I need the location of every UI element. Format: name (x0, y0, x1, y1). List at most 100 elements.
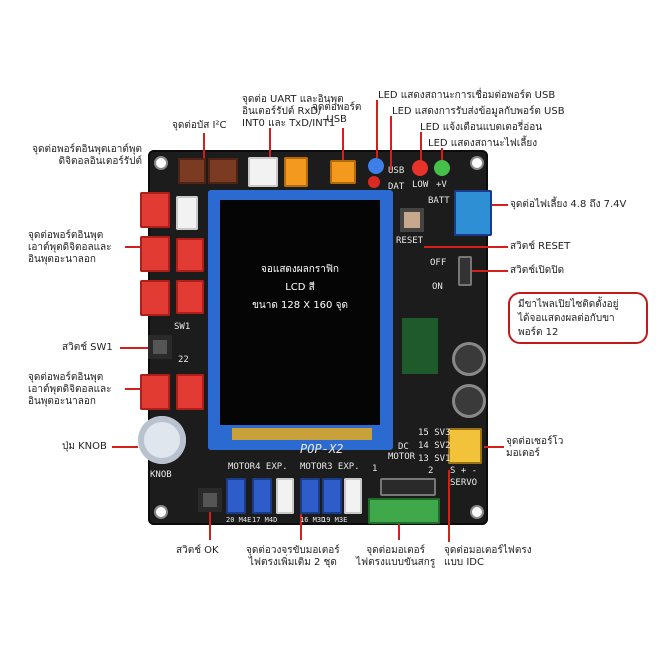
ok-button[interactable] (198, 488, 222, 512)
label-usb-port-2: USB (326, 114, 347, 125)
reset-silk: RESET (396, 236, 424, 246)
batt-silk: BATT (428, 196, 450, 206)
leader-line (376, 100, 378, 158)
label-interrupt-port: จุดต่อพอร์ตอินพุตเอาต์พุต ดิจิตอลอินเตอร… (10, 144, 142, 168)
usb-silk: USB (388, 166, 405, 176)
dc-motor-idc[interactable] (380, 478, 436, 496)
label-motor-exp-1: จุดต่อวงจรขับมอเตอร์ (246, 545, 340, 556)
leader-line (269, 128, 271, 157)
low-silk: LOW (412, 180, 429, 190)
sv1-silk: 13 SV1 (418, 454, 451, 464)
dc-motor-silk-1: DC (398, 442, 409, 452)
label-power-switch: สวิตช์เปิดปิด (510, 265, 565, 276)
io-port-connector[interactable] (176, 280, 204, 314)
label-io-analog-2-3: อินพุตอะนาลอก (28, 396, 96, 407)
dat-silk: DAT (388, 182, 405, 192)
label-motor-exp: จุดต่อวงจรขับมอเตอร์ ไฟตรงเพิ่มเติม 2 ชุ… (246, 545, 340, 569)
io-port-connector[interactable] (140, 280, 170, 316)
uart-header[interactable] (248, 157, 278, 187)
label-uart-1: จุดต่อ UART และอินพุต (242, 94, 344, 105)
leader-line (424, 246, 508, 248)
label-servo-2: มอเตอร์ (506, 448, 540, 459)
lcd-caption-2: LCD สี (285, 282, 315, 293)
spm-silk: S + - (450, 466, 478, 476)
m4e-silk: 20 M4E (226, 516, 252, 524)
sw1-silk: SW1 (174, 322, 191, 332)
usb-led (368, 158, 384, 174)
leader-line (390, 116, 392, 170)
sw1-button[interactable] (148, 335, 172, 359)
label-dc-motor-1: จุดต่อมอเตอร์ (366, 545, 425, 556)
leader-line (300, 514, 302, 540)
io-port-connector[interactable] (140, 192, 170, 228)
label-sw1: สวิตช์ SW1 (62, 342, 113, 353)
usb-port[interactable] (330, 160, 356, 184)
io-port-connector[interactable] (176, 374, 204, 410)
dc-motor-terminal[interactable] (368, 498, 440, 524)
m4e-connector[interactable] (226, 478, 246, 514)
label-usb-port: จุดต่อพอร์ต USB (312, 102, 361, 126)
leader-line (398, 524, 400, 540)
lcd-flex-cable (232, 428, 372, 440)
label-io-analog-2-1: จุดต่อพอร์ตอินพุต (28, 372, 104, 383)
sv3-silk: 15 SV3 (418, 428, 451, 438)
interrupt-port-connector[interactable] (176, 196, 198, 230)
m3d-silk: 16 M3D (300, 516, 326, 524)
i2c-header-2[interactable] (208, 158, 238, 184)
brand-silk: POP-X2 (300, 442, 344, 456)
motor4-silk: MOTOR4 EXP. (228, 462, 288, 472)
label-uart: จุดต่อ UART และอินพุต อินเตอร์รัปต์ RxD/… (242, 94, 344, 130)
label-servo: จุดต่อเซอร์โว มอเตอร์ (506, 436, 563, 460)
mount-hole (470, 156, 484, 170)
off-silk: OFF (430, 258, 447, 268)
io-port-connector[interactable] (140, 374, 170, 410)
label-io-analog-2-2: เอาต์พุตดิจิตอลและ (28, 384, 112, 395)
label-io-analog-1: จุดต่อพอร์ตอินพุต เอาต์พุตดิจิตอลและ อิน… (28, 230, 112, 266)
i2c-header[interactable] (178, 158, 206, 184)
motor3-power-connector[interactable] (344, 478, 362, 514)
label-i2c: จุดต่อบัส I²C (172, 120, 227, 131)
motor4-power-connector[interactable] (276, 478, 294, 514)
lcd-screen (220, 200, 380, 425)
motor-2-silk: 2 (428, 466, 434, 476)
power-switch[interactable] (458, 256, 472, 286)
mount-hole (154, 505, 168, 519)
leader-line (484, 446, 504, 448)
leader-line (492, 204, 508, 206)
leader-line (472, 270, 508, 272)
io-port-connector[interactable] (140, 236, 170, 272)
servo-silk: SERVO (450, 478, 478, 488)
motor-1-silk: 1 (372, 464, 378, 474)
label-led-power: LED แสดงสถานะไฟเลี้ยง (428, 138, 538, 149)
motor3-silk: MOTOR3 EXP. (300, 462, 360, 472)
leader-line (420, 132, 422, 160)
leader-line (448, 470, 450, 542)
m4d-silk: 17 M4D (252, 516, 278, 524)
port-22-silk: 22 (178, 355, 189, 365)
battery-terminal[interactable] (454, 190, 492, 236)
m3d-connector[interactable] (300, 478, 320, 514)
servo-header[interactable] (448, 428, 482, 464)
label-ok: สวิตช์ OK (176, 545, 219, 556)
m3e-connector[interactable] (322, 478, 342, 514)
io-port-connector[interactable] (176, 238, 204, 272)
dc-motor-silk-2: MOTOR (388, 452, 416, 462)
knob[interactable] (138, 416, 186, 464)
label-idc-1: จุดต่อมอเตอร์ไฟตรง (444, 545, 532, 556)
reset-button[interactable] (400, 208, 424, 232)
leader-line (441, 148, 443, 160)
label-battery: จุดต่อไฟเลี้ยง 4.8 ถึง 7.4V (510, 199, 627, 210)
uart-header-2[interactable] (284, 157, 308, 187)
knob-silk: KNOB (150, 470, 172, 480)
m3e-silk: 19 M3E (322, 516, 348, 524)
leader-line (342, 128, 344, 160)
m4d-connector[interactable] (252, 478, 272, 514)
sv2-silk: 14 SV2 (418, 441, 451, 451)
label-io-analog-2: จุดต่อพอร์ตอินพุต เอาต์พุตดิจิตอลและ อิน… (28, 372, 112, 408)
leader-line (112, 446, 138, 448)
label-dc-motor-2: ไฟตรงแบบขันสกรู (356, 557, 436, 568)
note-line-1: มีขาไพลเปิยไซติดตั้งอยู่ (518, 299, 619, 310)
leader-line (203, 133, 205, 158)
capacitor (452, 342, 486, 376)
label-interrupt-port-2: ดิจิตอลอินเตอร์รัปต์ (58, 156, 142, 167)
